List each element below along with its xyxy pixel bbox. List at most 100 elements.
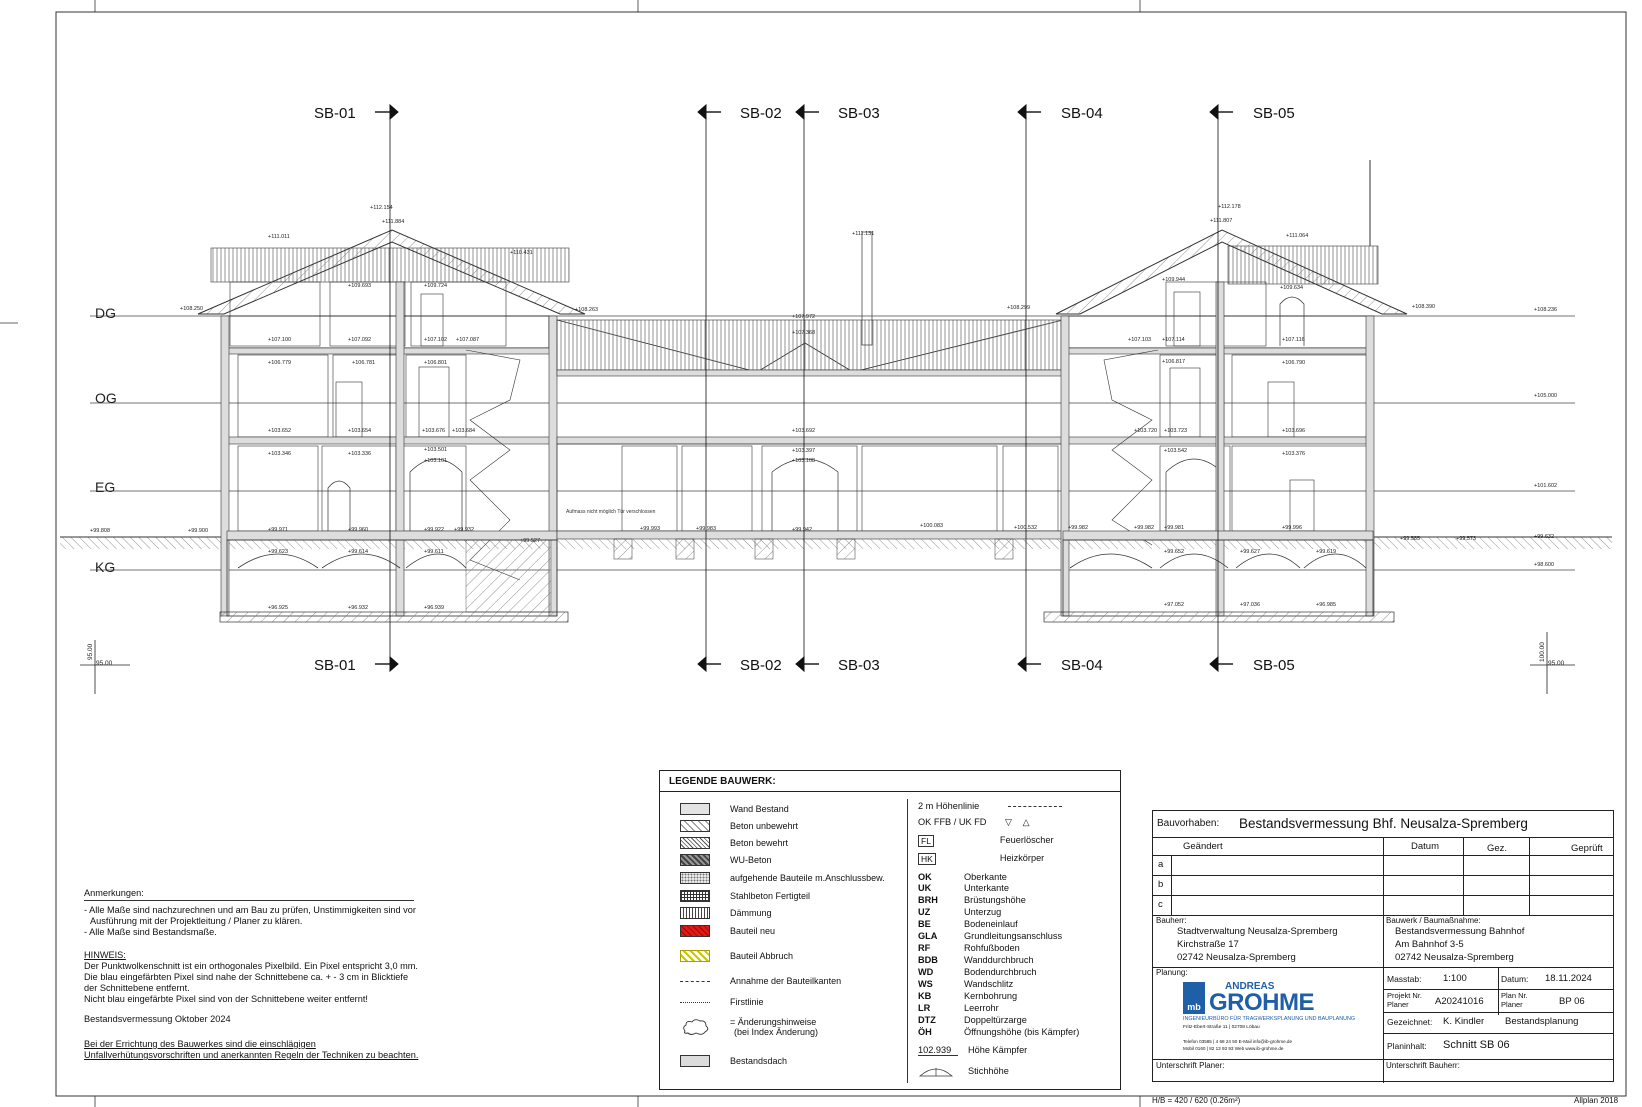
section-sb05 (1209, 103, 1233, 673)
label-sb05-bottom: SB-05 (1253, 657, 1295, 674)
svg-text:+99.527: +99.527 (520, 538, 540, 544)
svg-text:+108.236: +108.236 (1534, 307, 1557, 313)
svg-text:+109.634: +109.634 (1280, 285, 1303, 291)
svg-text:+103.336: +103.336 (348, 451, 371, 457)
svg-text:+108.263: +108.263 (575, 307, 598, 313)
svg-text:+99.627: +99.627 (1240, 549, 1260, 555)
swatch-new (680, 925, 710, 937)
hinweis-line: Der Punktwolkenschnitt ist ein orthogona… (84, 961, 418, 971)
legend-item: WU-Beton (680, 852, 772, 868)
svg-text:+103.654: +103.654 (348, 428, 371, 434)
cloud-icon (683, 1019, 709, 1035)
svg-text:+107.114: +107.114 (1162, 337, 1185, 343)
svg-text:+103.720: +103.720 (1134, 428, 1157, 434)
label-sb05-top: SB-05 (1253, 105, 1295, 122)
section-sb04 (1017, 103, 1041, 673)
company-logo: mb ANDREAS GROHME (1183, 982, 1315, 1015)
legend-item: Beton bewehrt (680, 835, 788, 851)
svg-text:+106.801: +106.801 (424, 360, 447, 366)
line-dashed (680, 980, 710, 982)
note-line: Ausführung mit der Projektleitung / Plan… (90, 916, 303, 926)
survey-date: Bestandsvermessung Oktober 2024 (84, 1014, 231, 1024)
swatch-wu (680, 854, 710, 866)
label-sb03-top: SB-03 (838, 105, 880, 122)
swatch-wall (680, 803, 710, 815)
hinweis-line: Die blau eingefärbten Pixel sind nahe de… (84, 972, 409, 982)
level-marks: OK FFB / UK FD ▽ △ (918, 817, 1030, 827)
svg-text:+103.397: +103.397 (792, 448, 815, 454)
safety-line: Unfallverhütungsvorschriften und anerkan… (84, 1050, 419, 1060)
legend-stich: Stichhöhe (918, 1064, 1009, 1078)
svg-text:+103.101: +103.101 (424, 458, 447, 464)
legend-item: = Änderungshinweise (bei Index Änderung) (680, 1015, 818, 1039)
svg-text:+108.250: +108.250 (180, 306, 203, 312)
title-block: Bauvorhaben: Bestandsvermessung Bhf. Neu… (1152, 810, 1614, 1083)
hinweis-line: der Schnittebene entfernt. (84, 983, 190, 993)
svg-text:+99.993: +99.993 (640, 526, 660, 532)
svg-text:+106.779: +106.779 (268, 360, 291, 366)
svg-text:+103.676: +103.676 (422, 428, 445, 434)
svg-text:+105.000: +105.000 (1534, 393, 1557, 399)
svg-text:+99.983: +99.983 (696, 526, 716, 532)
swatch-dots (680, 872, 710, 884)
swatch-concrete (680, 820, 710, 832)
legend-item: Wand Bestand (680, 801, 789, 817)
notes-heading: Anmerkungen: (84, 888, 414, 901)
elevation-labels: +112.154 +111.884 +112.178 +111.807 +111… (90, 204, 1557, 611)
svg-text:95.00: 95.00 (96, 660, 113, 667)
legend-item: Annahme der Bauteilkanten (680, 973, 841, 989)
svg-text:+111.807: +111.807 (1210, 218, 1232, 224)
legend-item: Dämmung (680, 905, 772, 921)
svg-text:+97.036: +97.036 (1240, 602, 1260, 608)
svg-text:+96.932: +96.932 (348, 605, 368, 611)
svg-text:+103.652: +103.652 (268, 428, 291, 434)
reference-right: 95.00 100.00 (1530, 632, 1575, 694)
svg-text:+111.064: +111.064 (1286, 233, 1308, 239)
svg-text:+100.083: +100.083 (920, 523, 943, 529)
triangle-down-icon: ▽ (1004, 817, 1013, 827)
hinweis-heading: HINWEIS: (84, 950, 126, 960)
legend-panel: LEGENDE BAUWERK: Wand Bestand Beton unbe… (659, 770, 1121, 1090)
safety-line: Bei der Errichtung des Bauwerkes sind di… (84, 1039, 316, 1049)
swatch-insulation (680, 907, 710, 919)
svg-text:95.00: 95.00 (1548, 660, 1565, 667)
svg-text:+103.684: +103.684 (452, 428, 475, 434)
swatch-grid (680, 890, 710, 902)
svg-text:+106.790: +106.790 (1282, 360, 1305, 366)
legend-title: LEGENDE BAUWERK: (669, 776, 776, 787)
svg-text:+99.971: +99.971 (268, 527, 288, 533)
svg-text:+99.981: +99.981 (1164, 525, 1184, 531)
svg-text:+107.102: +107.102 (424, 337, 447, 343)
stichhoehe-icon (918, 1068, 954, 1077)
svg-text:+107.972: +107.972 (792, 314, 815, 320)
svg-text:+103.542: +103.542 (1164, 448, 1187, 454)
svg-text:+96.925: +96.925 (268, 605, 288, 611)
svg-text:+107.103: +107.103 (1128, 337, 1151, 343)
svg-text:+99.922: +99.922 (424, 527, 444, 533)
svg-text:+100.532: +100.532 (1014, 525, 1037, 531)
project-title: Bestandsvermessung Bhf. Neusalza-Sprembe… (1239, 816, 1528, 831)
plan-content: Schnitt SB 06 (1443, 1039, 1510, 1051)
svg-text:+109.944: +109.944 (1162, 277, 1185, 283)
svg-text:+106.781: +106.781 (352, 360, 375, 366)
hinweis-line: Nicht blau eingefärbte Pixel sind von de… (84, 994, 368, 1004)
building-left (197, 229, 586, 623)
footer-size: H/B = 420 / 620 (0.26m²) (1152, 1096, 1241, 1105)
section-sb03 (795, 103, 819, 673)
svg-text:+111.131: +111.131 (852, 231, 874, 237)
svg-text:+107.368: +107.368 (792, 330, 815, 336)
legend-item: Bauteil neu (680, 923, 775, 939)
logo-badge: mb (1183, 982, 1205, 1014)
svg-text:+103.692: +103.692 (792, 428, 815, 434)
svg-text:+103.108: +103.108 (792, 458, 815, 464)
svg-text:+103.501: +103.501 (424, 447, 447, 453)
